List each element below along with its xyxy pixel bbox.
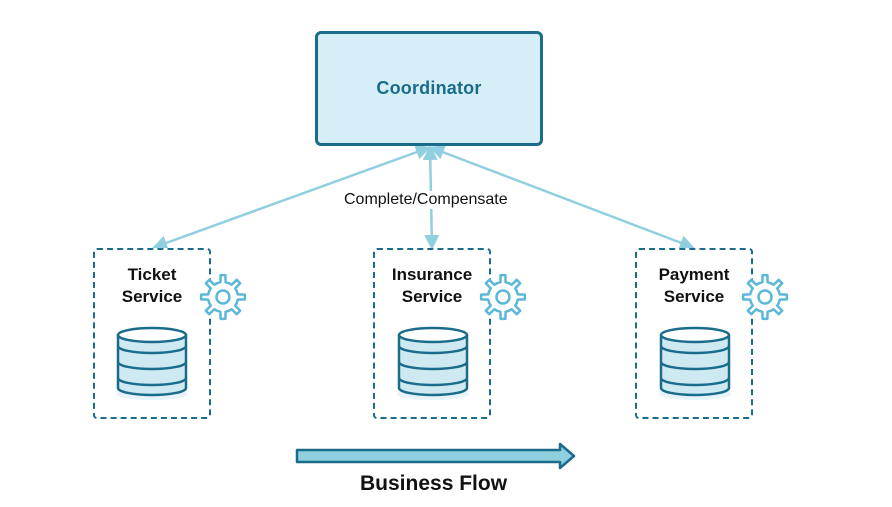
coordinator-title: Coordinator — [376, 78, 482, 98]
ticket-database-icon — [116, 326, 188, 400]
payment-service-label-line2: Service — [663, 287, 725, 306]
insurance-service-label-line1: Insurance — [391, 265, 473, 284]
insurance-service-label: Insurance Service — [375, 264, 489, 308]
payment-service-label: Payment Service — [637, 264, 751, 308]
insurance-service-label-line2: Service — [401, 287, 463, 306]
payment-gear-icon — [741, 273, 789, 321]
insurance-gear-icon — [479, 273, 527, 321]
ticket-service-label-line1: Ticket — [127, 265, 177, 284]
edge-coordinator-ticket — [152, 145, 431, 250]
insurance-database-icon — [397, 326, 469, 400]
ticket-gear-icon — [199, 273, 247, 321]
coordinator-box: Coordinator — [315, 31, 543, 146]
business-flow-arrow — [295, 442, 576, 470]
payment-service-label-line1: Payment — [658, 265, 730, 284]
edge-coordinator-payment — [429, 145, 695, 250]
edge-label: Complete/Compensate — [342, 191, 510, 209]
business-flow-label: Business Flow — [360, 472, 508, 495]
ticket-service-label: Ticket Service — [95, 264, 209, 308]
ticket-service-label-line2: Service — [121, 287, 183, 306]
payment-database-icon — [659, 326, 731, 400]
